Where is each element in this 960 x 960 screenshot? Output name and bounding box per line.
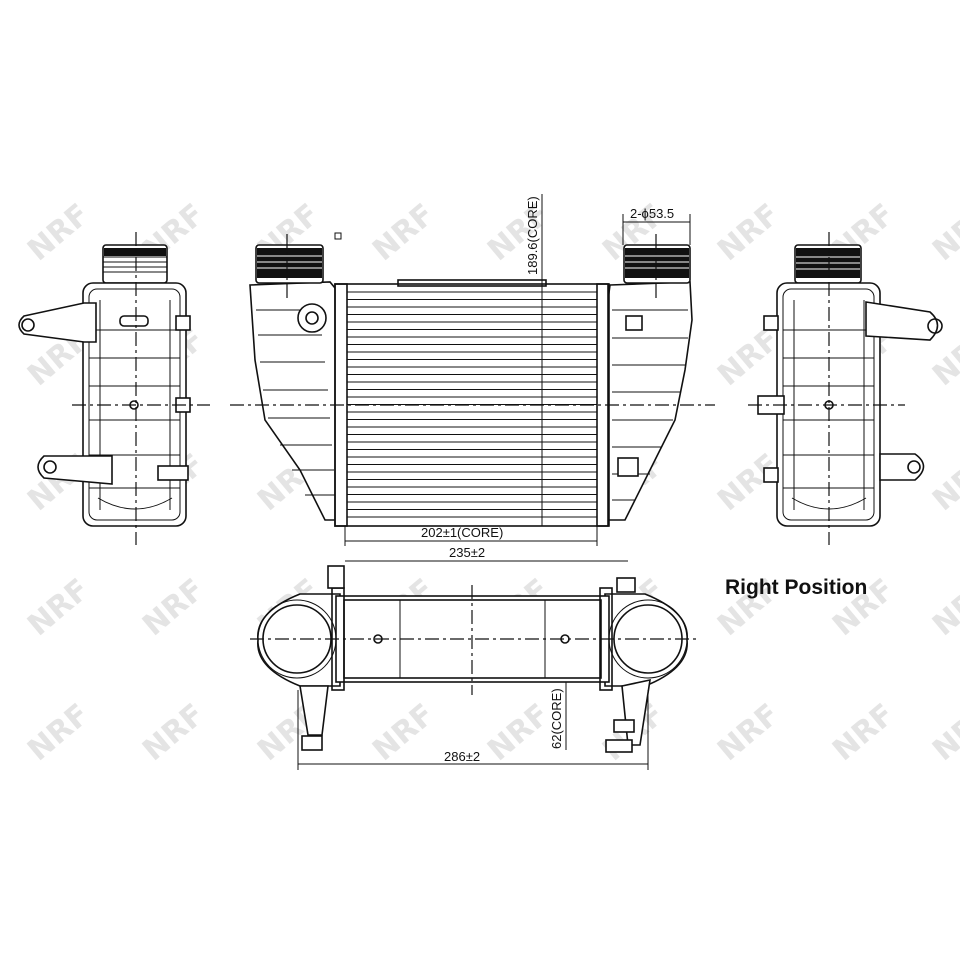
nrf-watermark: NRF	[481, 197, 556, 268]
total-length-label: 286±2	[444, 749, 480, 764]
nrf-watermark: NRF	[21, 197, 96, 268]
nrf-watermark: NRF	[21, 697, 96, 768]
nrf-watermark: NRF	[926, 697, 960, 768]
nrf-watermark: NRF	[21, 572, 96, 643]
nrf-watermark: NRF	[481, 697, 556, 768]
nrf-watermark: NRF	[136, 697, 211, 768]
nrf-watermark: NRF	[711, 322, 786, 393]
nrf-watermark: NRF	[926, 447, 960, 518]
top-view: 62(CORE) 286±2	[250, 565, 700, 770]
overall-width-label: 235±2	[449, 545, 485, 560]
nrf-watermark: NRF	[926, 572, 960, 643]
nrf-watermark: NRF	[366, 197, 441, 268]
inlet-diameter-label: 2-ϕ53.5	[630, 206, 674, 221]
nrf-watermark: NRF	[711, 197, 786, 268]
front-view: 189.6(CORE) 2-ϕ53.5 202±1(CORE) 235±2	[230, 194, 715, 562]
core-depth-label: 62(CORE)	[549, 688, 564, 749]
nrf-watermark: NRF	[926, 197, 960, 268]
left-side-view	[18, 232, 210, 545]
nrf-watermark: NRF	[136, 572, 211, 643]
right-side-view	[748, 232, 943, 545]
position-caption: Right Position	[725, 576, 867, 599]
nrf-watermark: NRF	[711, 697, 786, 768]
nrf-watermark: NRF	[366, 697, 441, 768]
core-width-label: 202±1(CORE)	[421, 525, 503, 540]
core-height-label: 189.6(CORE)	[525, 196, 540, 275]
nrf-watermark: NRF	[826, 697, 901, 768]
